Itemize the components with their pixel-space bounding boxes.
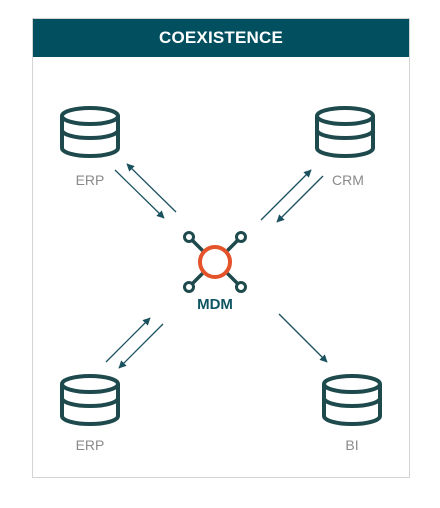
arrow-crm-to-mdm	[276, 175, 324, 223]
header-bar: COEXISTENCE	[33, 19, 409, 57]
mdm-label: MDM	[197, 296, 233, 313]
arrow-erp-to-mdm	[114, 169, 165, 219]
arrow-mdm-to-crm	[260, 169, 312, 221]
node-label-crm: CRM	[332, 172, 364, 188]
database-icon	[60, 106, 120, 158]
node-label-erp-top: ERP	[75, 172, 105, 188]
page-title: COEXISTENCE	[158, 28, 284, 47]
arrow-mdm-to-bi	[278, 313, 328, 363]
arrow-erp-bottom-to-mdm	[105, 317, 151, 363]
database-icon	[60, 374, 120, 426]
hub-network-icon	[183, 231, 247, 293]
node-label-erp-bottom: ERP	[75, 437, 105, 453]
arrow-mdm-to-erp-bottom	[118, 323, 164, 369]
database-icon	[315, 106, 375, 158]
database-icon	[322, 374, 382, 426]
node-label-bi: BI	[345, 437, 359, 453]
arrow-mdm-to-erp	[126, 163, 177, 213]
coexistence-card: COEXISTENCE	[32, 18, 410, 478]
